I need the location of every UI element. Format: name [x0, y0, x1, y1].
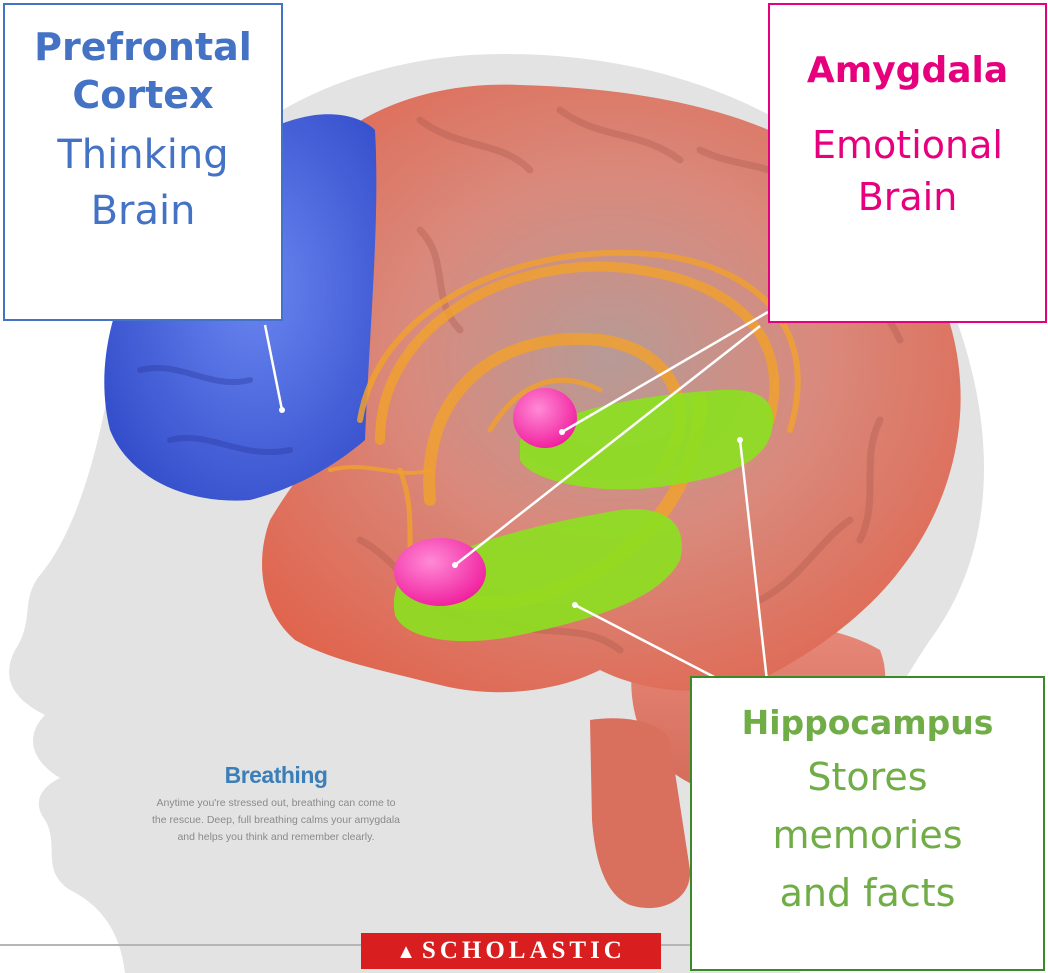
breathing-line-2: the rescue. Deep, full breathing calms y… [152, 814, 400, 826]
prefrontal-sub-line-2: Brain [5, 183, 281, 239]
prefrontal-title-line-2: Cortex [5, 71, 281, 119]
hippocampus-sub-line-1: Stores [692, 748, 1043, 806]
breathing-line-3: and helps you think and remember clearly… [177, 831, 374, 843]
amygdala-region-lower [394, 538, 486, 606]
breathing-body: Anytime you're stressed out, breathing c… [111, 795, 441, 846]
amygdala-callout: Amygdala Emotional Brain [768, 3, 1047, 323]
hippocampus-sub-line-3: and facts [692, 864, 1043, 922]
breathing-panel: Breathing Anytime you're stressed out, b… [96, 762, 456, 846]
prefrontal-cortex-callout: Prefrontal Cortex Thinking Brain [3, 3, 283, 321]
hippocampus-sub-line-2: memories [692, 806, 1043, 864]
breathing-line-1: Anytime you're stressed out, breathing c… [157, 797, 396, 809]
scholastic-wordmark: SCHOLASTIC [422, 937, 626, 964]
breathing-title: Breathing [96, 762, 456, 789]
amygdala-sub-line-1: Emotional [770, 119, 1045, 171]
scholastic-logo: ▲ SCHOLASTIC [361, 933, 661, 969]
hippocampus-callout: Hippocampus Stores memories and facts [690, 676, 1045, 971]
prefrontal-sub-line-1: Thinking [5, 127, 281, 183]
hippocampus-title: Hippocampus [692, 698, 1043, 748]
amygdala-sub-line-2: Brain [770, 171, 1045, 223]
amygdala-region-upper [513, 388, 577, 448]
amygdala-title: Amygdala [770, 47, 1045, 95]
scholastic-mark-icon: ▲ [396, 941, 416, 963]
prefrontal-title-line-1: Prefrontal [5, 23, 281, 71]
